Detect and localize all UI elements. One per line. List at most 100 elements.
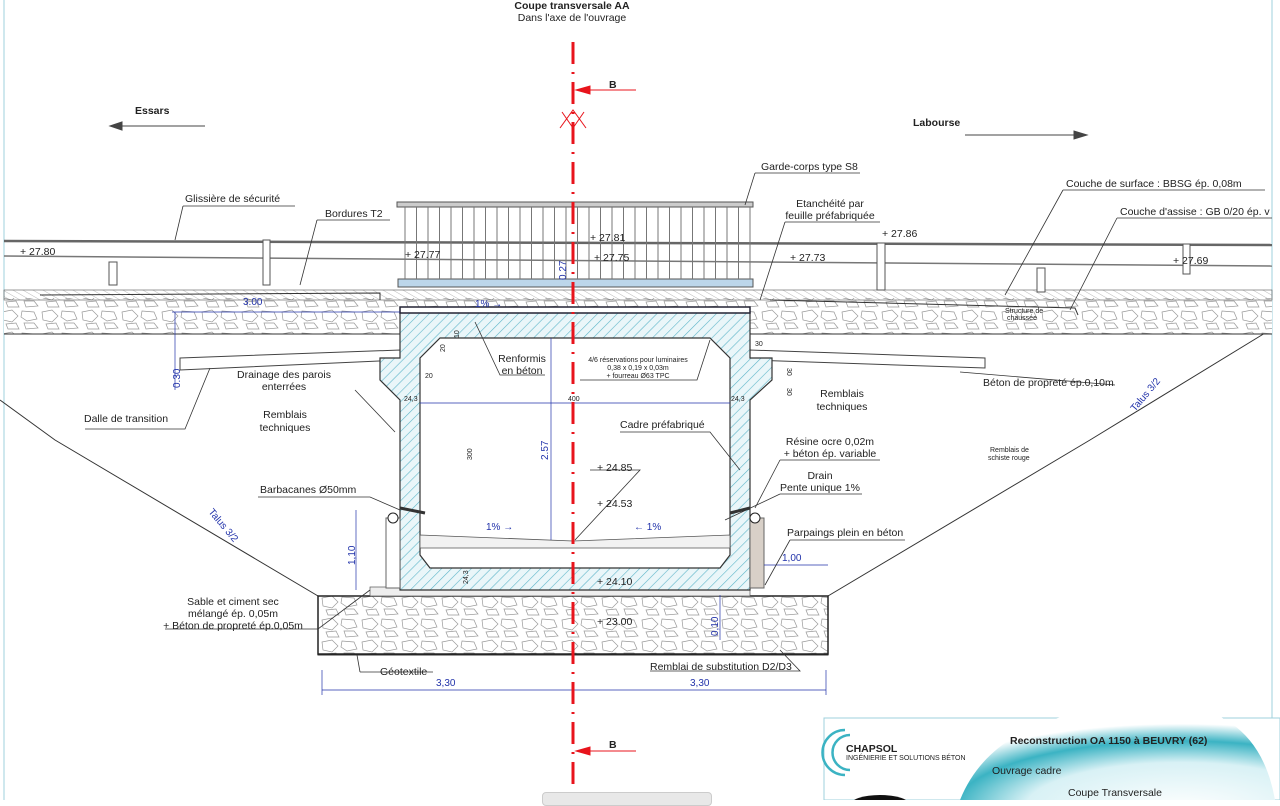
label-sable-2: mélangé ép. 0,05m [188, 608, 278, 620]
section-marker-top: B [574, 79, 636, 95]
level-24-85: + 24.85 [597, 462, 632, 474]
label-talus-right: Talus 3/2 [1129, 376, 1163, 414]
drain-right-icon [749, 512, 761, 524]
dim-1-10: 1,10 [347, 545, 358, 565]
label-geotextile: Géotextile [380, 666, 427, 678]
label-cadre-prefabrique: Cadre préfabriqué [620, 419, 705, 431]
label-remblais-left-1: Remblais [263, 409, 307, 421]
dim-0-10: 0,10 [710, 616, 721, 636]
dim-24-3-left: 24,3 [404, 396, 418, 403]
ochre-resin-floor [419, 534, 731, 549]
blocks-left [385, 517, 401, 589]
level-27-73: + 27.73 [790, 252, 825, 264]
label-garde-corps: Garde-corps type S8 [761, 161, 858, 173]
horizontal-scrollbar[interactable] [542, 792, 712, 806]
bordures [39, 292, 1079, 316]
dim-3-30-left: 3,30 [436, 678, 456, 689]
arrow-right-icon [965, 130, 1089, 140]
label-sable-1: Sable et ciment sec [187, 596, 279, 608]
dim-20-a: 20 [425, 373, 433, 380]
label-resine-1: Résine ocre 0,02m [786, 436, 874, 448]
dim-3-30-right: 3,30 [690, 678, 710, 689]
drawing-title: Coupe transversale AA [514, 0, 630, 12]
label-dalle-transition: Dalle de transition [84, 413, 168, 425]
direction-left-label: Essars [135, 105, 170, 117]
level-27-86: + 27.86 [882, 228, 917, 240]
dim-slope-right: ← 1% [634, 522, 661, 533]
leader-lines [85, 172, 1272, 673]
label-renformis-1: Renformis [498, 353, 546, 365]
label-beton-proprete: Béton de propreté ép.0,10m [983, 377, 1114, 389]
section-marker-bottom: B [574, 739, 636, 756]
label-etancheite-1: Etanchéité par [796, 198, 864, 210]
road-surface [3, 289, 1273, 301]
level-27-77: + 27.77 [405, 249, 440, 261]
section-b-bottom-label: B [609, 739, 617, 751]
company-logo-text: CHAPSOL [846, 743, 898, 755]
label-bordures: Bordures T2 [325, 208, 383, 220]
label-sable-3: + Béton de propreté ép.0,05m [163, 620, 303, 632]
label-structure-2: chaussée [1007, 315, 1037, 322]
dim-1-00: 1,00 [782, 553, 802, 564]
label-remblais-left-2: techniques [260, 422, 311, 434]
project-title: Reconstruction OA 1150 à BEUVRY (62) [1010, 735, 1207, 747]
dim-24-3-right: 24,3 [731, 396, 745, 403]
label-drainage-2: enterrées [262, 381, 306, 393]
dim-30-c: 30 [785, 388, 792, 396]
label-drainage-1: Drainage des parois [237, 369, 331, 381]
label-renformis-2: en béton [502, 365, 543, 377]
label-reservations-3: + fourreau Ø63 TPC [606, 373, 669, 380]
label-resine-2: + béton ép. variable [784, 448, 877, 460]
dim-20-b: 20 [440, 344, 447, 352]
waterproofing [399, 306, 751, 314]
dim-24-3-bottom: 24,3 [463, 570, 470, 584]
label-remblais-right-1: Remblais [820, 388, 864, 400]
direction-right-label: Labourse [913, 117, 960, 129]
label-structure-1: Structure de [1005, 308, 1043, 315]
level-27-81: + 27.81 [590, 232, 625, 244]
company-tagline: INGÉNIERIE ET SOLUTIONS BÉTON [846, 753, 966, 762]
label-etancheite-2: feuille préfabriquée [785, 210, 874, 222]
dim-slope-left: 1% → [486, 522, 513, 533]
level-27-75: + 27.75 [594, 252, 629, 264]
label-couche-assise: Couche d'assise : GB 0/20 ép. v [1120, 206, 1270, 218]
dim-slope-top: 1% → [475, 299, 502, 310]
label-couche-surface: Couche de surface : BBSG ép. 0,08m [1066, 178, 1242, 190]
weephole-right [729, 506, 751, 515]
label-remblai-substitution: Remblai de substitution D2/D3 [650, 661, 792, 673]
precast-box-frame [379, 311, 773, 591]
drawing-name: Coupe Transversale [1068, 787, 1162, 799]
level-24-10: + 24.10 [597, 576, 632, 588]
arrow-left-icon [108, 121, 205, 131]
drawing-subtitle: Dans l'axe de l'ouvrage [518, 12, 627, 24]
railing-s8 [396, 201, 754, 288]
guard-rail [3, 239, 1273, 293]
dim-0-30: 0.30 [172, 368, 183, 388]
label-reservations-2: 0,38 x 0,19 x 0,03m [607, 365, 669, 372]
label-glissiere: Glissière de sécurité [185, 193, 280, 205]
dim-0-27: 0.27 [558, 260, 569, 280]
title-block: CHAPSOL INGÉNIERIE ET SOLUTIONS BÉTON Re… [821, 704, 1280, 800]
dim-30-a: 30 [755, 341, 763, 348]
structure-type: Ouvrage cadre [992, 765, 1062, 777]
label-drain: Drain [807, 470, 832, 482]
drain-left-icon [387, 512, 399, 524]
dim-10: 10 [454, 330, 461, 338]
label-parpaings: Parpaings plein en béton [787, 527, 903, 539]
transition-slabs [179, 349, 986, 371]
blocks-right [749, 517, 765, 589]
weephole-left [399, 506, 426, 515]
label-barbacanes: Barbacanes Ø50mm [260, 484, 357, 496]
dim-2-57: 2.57 [540, 440, 551, 460]
section-b-top-label: B [609, 79, 617, 91]
label-schiste-1: Remblais de [990, 447, 1029, 454]
label-remblais-right-2: techniques [817, 401, 868, 413]
level-27-80: + 27.80 [20, 246, 55, 258]
level-27-69: + 27.69 [1173, 255, 1208, 267]
label-schiste-2: schiste rouge [988, 455, 1030, 462]
dim-30-b: 30 [785, 368, 792, 376]
level-23-00: + 23.00 [597, 616, 632, 628]
label-reservations-1: 4/6 réservations pour luminaires [588, 357, 688, 364]
dim-400: 400 [568, 396, 580, 403]
